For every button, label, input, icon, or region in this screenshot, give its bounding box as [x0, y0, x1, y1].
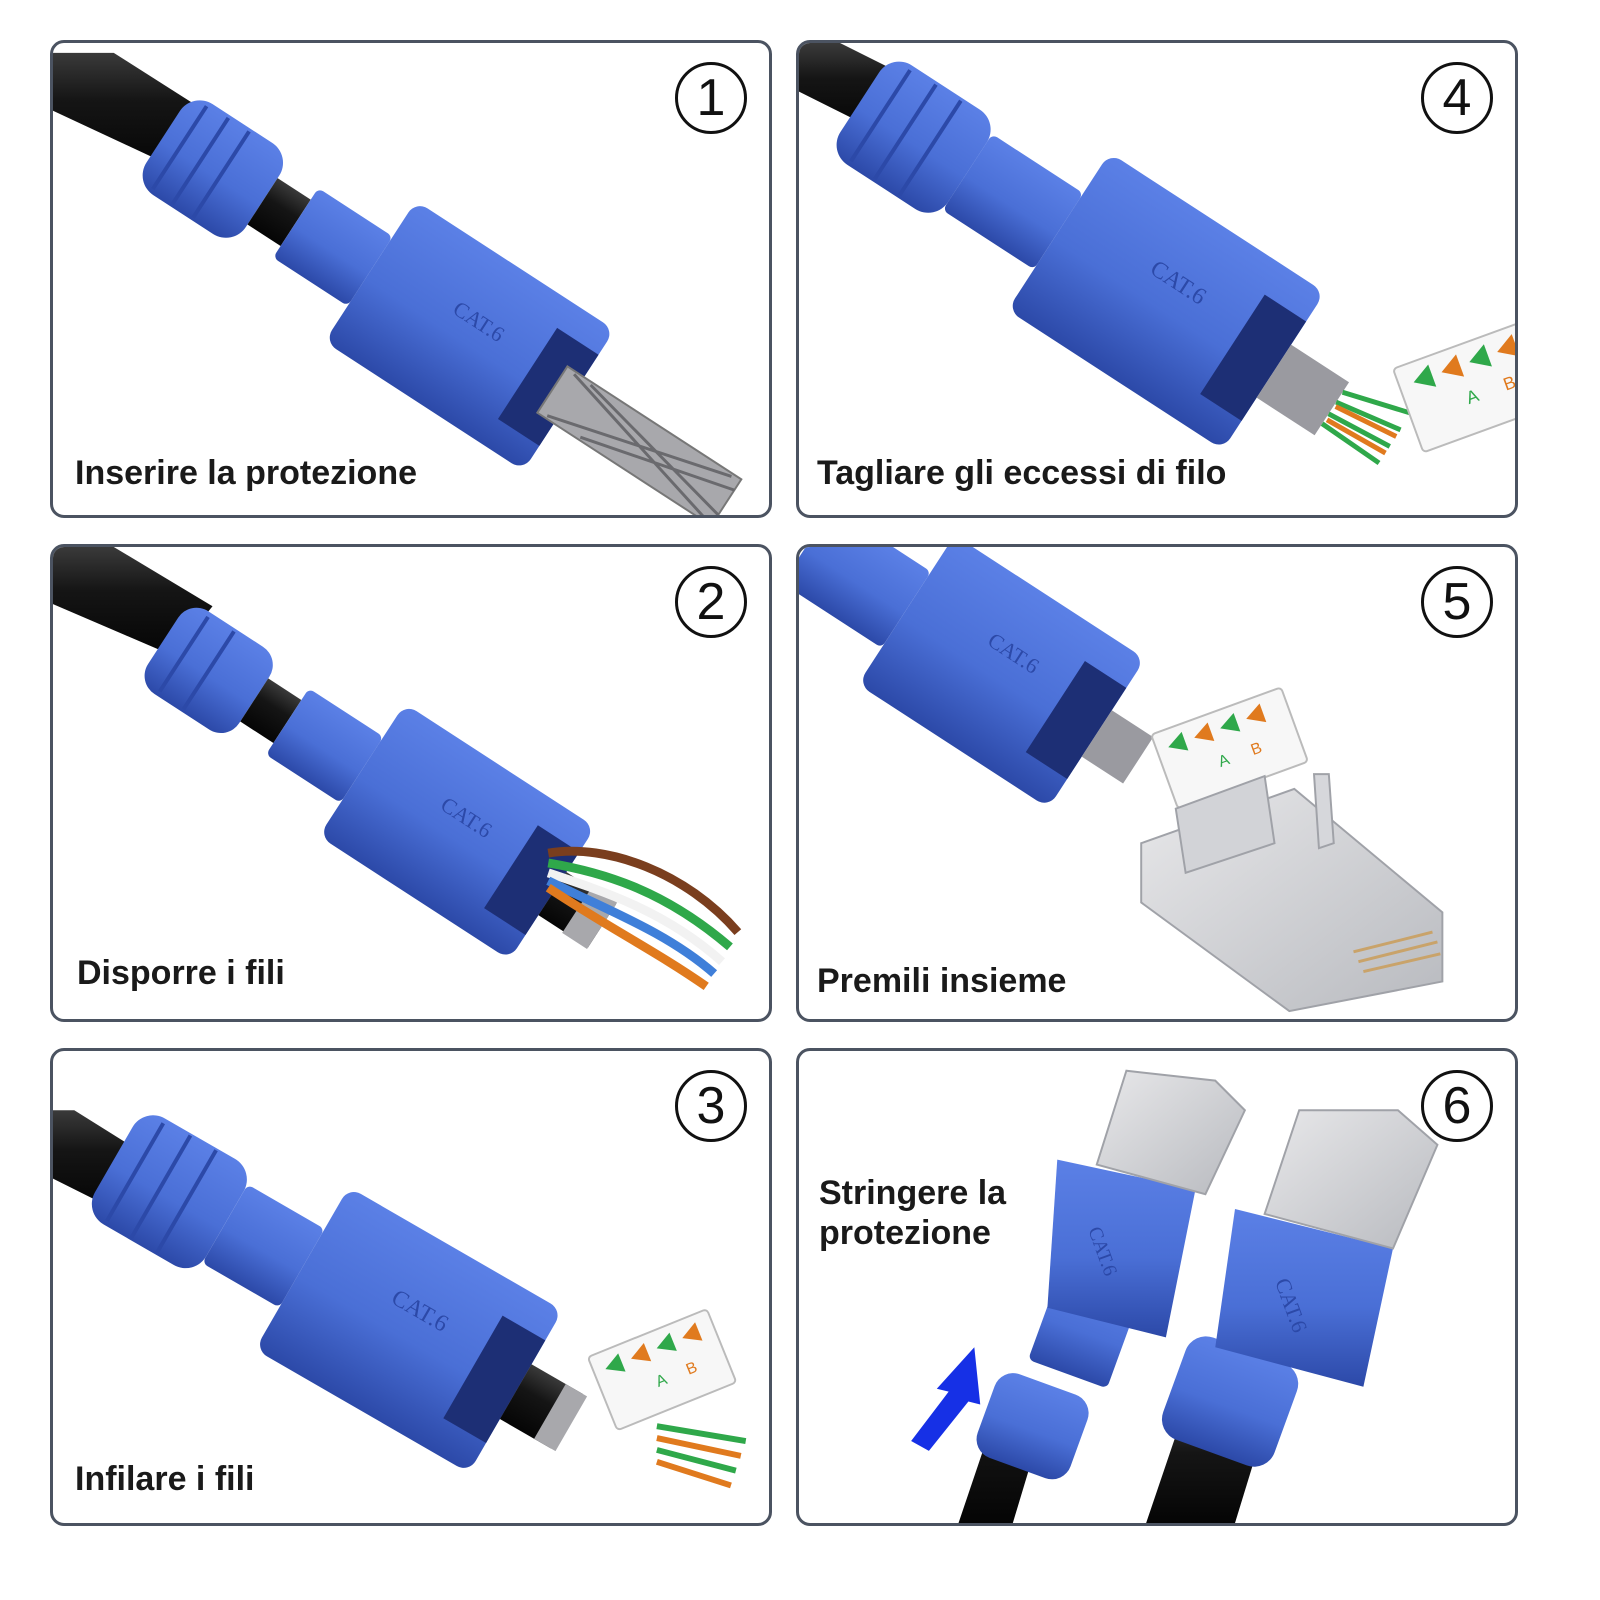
- terminal-block: A B: [1393, 318, 1515, 453]
- step-caption: Infilare i fili: [75, 1460, 255, 1498]
- step-4-illustration: CAT.6 A B: [799, 43, 1515, 466]
- step-5-illustration: CAT.6 A B: [799, 547, 1444, 1013]
- step-caption: Stringere la protezione: [819, 1174, 1007, 1252]
- step-2-illustration: CAT.6: [53, 547, 742, 991]
- step-number-badge: 2: [675, 566, 747, 638]
- step-number-badge: 6: [1421, 1070, 1493, 1142]
- collet: [275, 190, 391, 304]
- step-number-badge: 3: [675, 1070, 747, 1142]
- collet: [268, 690, 382, 801]
- connector-right: CAT.6: [1146, 1109, 1439, 1523]
- step-panel-4: CAT.6 A B 4 Tagliare gli eccessi di filo: [796, 40, 1518, 518]
- rj45-plug: [1095, 1069, 1247, 1196]
- shield-nut: [91, 1115, 247, 1269]
- collet: [204, 1186, 323, 1306]
- wire-bundle: [655, 1423, 747, 1489]
- step-panel-3: CAT.6 A B 3 Infilare i fili: [50, 1048, 772, 1526]
- step-caption: Premili insieme: [817, 962, 1067, 1000]
- step-caption: Inserire la protezione: [75, 454, 417, 492]
- step-panel-5: CAT.6 A B 5 Premili insieme: [796, 544, 1518, 1022]
- shield-nut: [976, 1373, 1089, 1480]
- wire-bundle: [545, 846, 742, 991]
- step-panel-6: CAT.6 CAT.6 6 Stringere la protezione: [796, 1048, 1518, 1526]
- step-1-illustration: CAT.6: [53, 52, 743, 515]
- step-3-illustration: CAT.6 A B: [53, 1110, 747, 1489]
- collet: [944, 136, 1082, 268]
- rj45-plug: [1263, 1109, 1439, 1250]
- step-caption: Disporre i fili: [77, 954, 285, 992]
- collet: [799, 547, 929, 646]
- shield-nut: [1161, 1336, 1299, 1467]
- step-panel-2: CAT.6 2 Disporre i fili: [50, 544, 772, 1022]
- up-arrow-icon: [911, 1347, 981, 1451]
- shielded-wire: [535, 365, 743, 515]
- step-number-badge: 4: [1421, 62, 1493, 134]
- step-6-illustration: CAT.6 CAT.6: [911, 1069, 1439, 1523]
- step-caption: Tagliare gli eccessi di filo: [817, 454, 1227, 492]
- step-number-badge: 5: [1421, 566, 1493, 638]
- rj45-plug: [1140, 773, 1444, 1013]
- step-panel-1: CAT.6 1 Inserire la protezione: [50, 40, 772, 518]
- connector-left: CAT.6: [958, 1069, 1247, 1523]
- step-number-badge: 1: [675, 62, 747, 134]
- connector-housing: [1215, 1208, 1393, 1387]
- terminal-block: A B: [587, 1309, 737, 1431]
- connector-housing: [1047, 1159, 1196, 1338]
